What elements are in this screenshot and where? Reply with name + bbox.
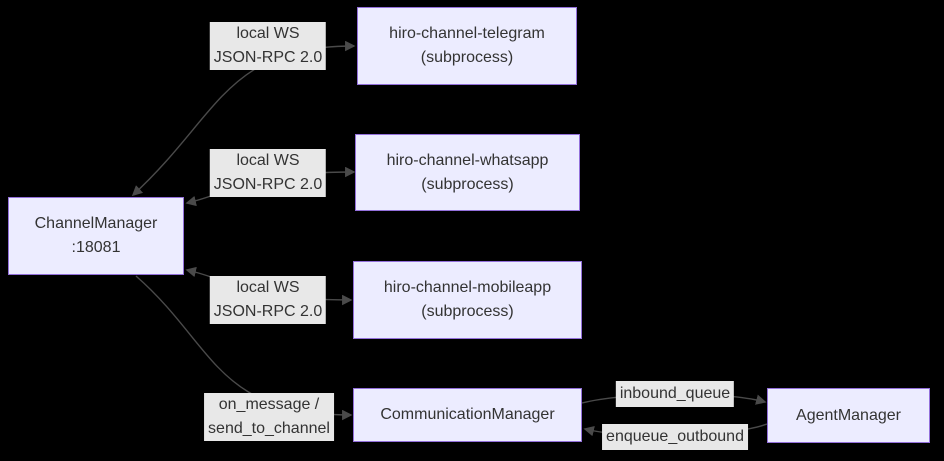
- node-communication-manager-title: CommunicationManager: [380, 406, 555, 423]
- node-mobileapp-subtitle: (subprocess): [421, 303, 514, 320]
- node-hiro-channel-mobileapp: hiro-channel-mobileapp (subprocess): [353, 261, 582, 339]
- node-telegram-title: hiro-channel-telegram: [389, 25, 545, 42]
- edge-label-telegram-protocol: local WS JSON-RPC 2.0: [209, 22, 327, 70]
- edge-label-inbound-queue: inbound_queue: [615, 381, 735, 407]
- edge-label-line: send_to_channel: [208, 420, 330, 437]
- edge-label-line: local WS: [236, 152, 300, 169]
- node-agent-manager: AgentManager: [767, 388, 930, 443]
- node-channel-manager-title: ChannelManager: [34, 215, 158, 232]
- node-telegram-subtitle: (subprocess): [420, 49, 514, 66]
- edge-label-line: JSON-RPC 2.0: [213, 176, 323, 193]
- node-mobileapp-title: hiro-channel-mobileapp: [383, 279, 552, 296]
- node-hiro-channel-telegram: hiro-channel-telegram (subprocess): [357, 7, 577, 85]
- edge-label-whatsapp-protocol: local WS JSON-RPC 2.0: [209, 149, 327, 197]
- edge-label-on-message: on_message / send_to_channel: [204, 393, 334, 441]
- node-whatsapp-title: hiro-channel-whatsapp: [386, 151, 549, 169]
- node-whatsapp-subtitle: (subprocess): [421, 175, 514, 193]
- edge-label-line: enqueue_outbound: [606, 428, 744, 445]
- node-channel-manager: ChannelManager :18081: [8, 197, 184, 275]
- edge-label-line: local WS: [236, 25, 300, 42]
- edge-label-line: on_message /: [218, 396, 320, 413]
- edge-label-mobileapp-protocol: local WS JSON-RPC 2.0: [209, 276, 327, 324]
- edge-label-line: JSON-RPC 2.0: [213, 49, 323, 66]
- edge-label-line: inbound_queue: [619, 385, 731, 402]
- node-agent-manager-title: AgentManager: [796, 406, 901, 424]
- node-communication-manager: CommunicationManager: [353, 388, 582, 442]
- edge-label-enqueue-outbound: enqueue_outbound: [602, 424, 748, 450]
- edge-label-line: local WS: [236, 279, 300, 296]
- node-channel-manager-port: :18081: [71, 239, 121, 256]
- node-hiro-channel-whatsapp: hiro-channel-whatsapp (subprocess): [355, 134, 580, 211]
- edge-label-line: JSON-RPC 2.0: [213, 303, 323, 320]
